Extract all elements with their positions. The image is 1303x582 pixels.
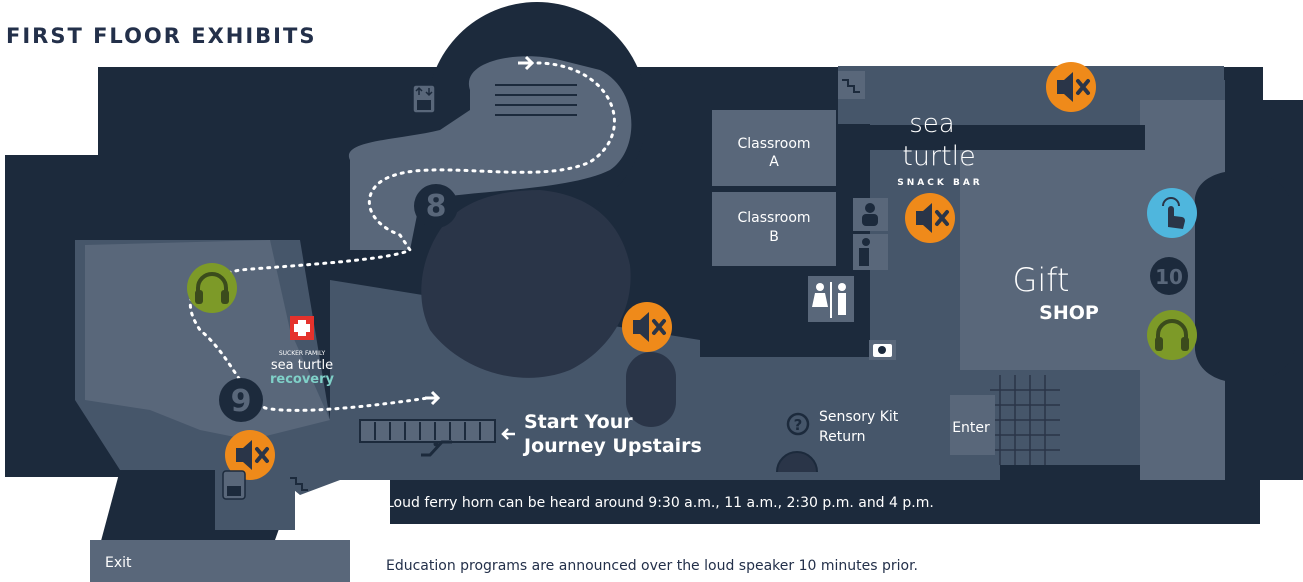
- family-restroom-icon[interactable]: [853, 198, 888, 231]
- stairs-icon[interactable]: [290, 477, 308, 491]
- question-icon[interactable]: ?: [786, 412, 810, 436]
- headphones-icon[interactable]: [187, 263, 237, 313]
- snack-line1: sea: [909, 109, 954, 139]
- enter-door: [950, 395, 995, 455]
- ferry-notice: Loud ferry horn can be heard around 9:30…: [386, 495, 934, 511]
- path-arrow-top: [518, 55, 535, 71]
- exhibit-8-number: 8: [426, 189, 447, 224]
- escalator: [359, 419, 496, 443]
- floor-areas: [75, 56, 1300, 582]
- classroom-b-label: Classroom: [737, 210, 810, 226]
- path-arrow-bottom: [425, 390, 441, 406]
- exhibit-9-number: 9: [231, 384, 252, 419]
- sensory-kit-line1: Sensory Kit: [819, 409, 899, 425]
- escalator-icon[interactable]: [421, 440, 452, 457]
- recovery-line2: sea turtle: [271, 358, 333, 373]
- speaker-muted-icon[interactable]: [622, 302, 672, 352]
- speaker-muted-icon[interactable]: [905, 193, 955, 243]
- classroom-a-label: Classroom: [737, 136, 810, 152]
- start-journey[interactable]: Start Your Journey Upstairs: [501, 411, 702, 457]
- central-tank: [421, 190, 631, 378]
- classroom-b-letter: B: [769, 229, 779, 245]
- recovery-logo: SUCKER FAMILY sea turtle recovery: [270, 316, 335, 387]
- start-journey-line1: Start Your: [524, 411, 633, 433]
- camera-icon[interactable]: [869, 340, 896, 360]
- snack-line3: SNACK BAR: [897, 178, 982, 188]
- speaker-muted-icon[interactable]: [1046, 62, 1096, 112]
- classroom-a: [712, 110, 836, 186]
- classroom-a-letter: A: [769, 154, 779, 170]
- gift-shop-label: Gift: [1013, 261, 1070, 299]
- arrow-left-icon: [501, 428, 515, 440]
- pillar: [626, 352, 676, 427]
- escalator-steps: [374, 422, 481, 440]
- map-title: FIRST FLOOR EXHIBITS: [6, 24, 316, 48]
- exhibit-10-number: 10: [1155, 265, 1183, 289]
- svg-text:?: ?: [794, 416, 803, 434]
- elevator-icon[interactable]: [412, 84, 436, 114]
- exit-label: Exit: [105, 555, 132, 571]
- enter-label: Enter: [952, 420, 990, 436]
- sensory-kit-line2: Return: [819, 429, 865, 445]
- recovery-line1: SUCKER FAMILY: [279, 350, 326, 357]
- gift-shop: [960, 148, 1142, 370]
- sensory-arch: [776, 451, 818, 473]
- exhibit-8-marker[interactable]: 8: [414, 184, 458, 228]
- exhibit-10-marker[interactable]: 10: [1150, 257, 1188, 295]
- snack-bar-logo: sea turtle SNACK BAR: [897, 109, 982, 188]
- water-fountain-icon[interactable]: [853, 234, 888, 270]
- enter-grid: [990, 375, 1060, 465]
- dome-stairs: [495, 84, 577, 116]
- exhibit-9-marker[interactable]: 9: [219, 378, 263, 422]
- snack-line2: turtle: [902, 141, 976, 172]
- start-journey-line2: Journey Upstairs: [522, 435, 702, 457]
- elevator-icon[interactable]: [222, 470, 246, 500]
- classroom-b: [712, 192, 836, 266]
- restroom-icon[interactable]: [808, 276, 854, 322]
- touch-hand-icon[interactable]: [1147, 188, 1197, 238]
- gift-shop-sublabel: SHOP: [1039, 302, 1099, 324]
- headphones-icon[interactable]: [1147, 310, 1197, 360]
- stairs-icon[interactable]: [838, 71, 865, 99]
- recovery-line3: recovery: [270, 372, 335, 387]
- education-notice: Education programs are announced over th…: [386, 558, 918, 574]
